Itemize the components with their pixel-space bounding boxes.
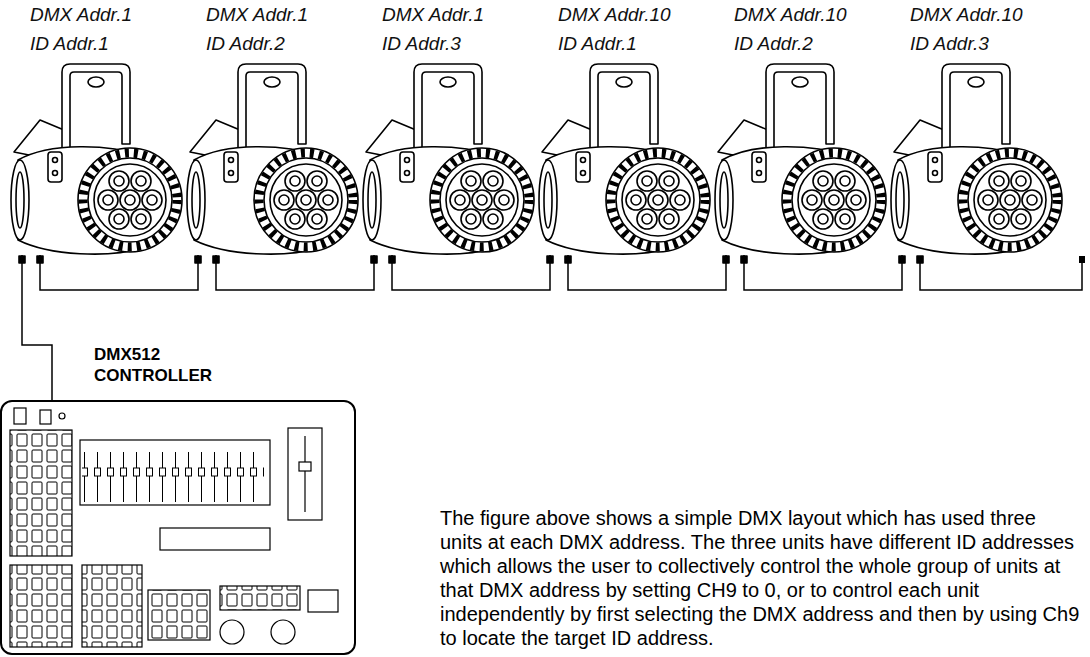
dmx-cable [920, 258, 1082, 290]
dmx-address: DMX Addr.10 [734, 4, 847, 26]
par-fixture: DMX Addr.10ID Addr.3 [890, 60, 1050, 255]
par-fixture: DMX Addr.10ID Addr.1 [538, 60, 698, 255]
id-address: ID Addr.1 [558, 33, 637, 55]
par-fixture: DMX Addr.1ID Addr.3 [362, 60, 522, 255]
dmx-cable [22, 255, 52, 400]
dmx-address: DMX Addr.1 [206, 4, 308, 26]
dmx-cable [40, 255, 198, 290]
dmx-address: DMX Addr.1 [30, 4, 132, 26]
cable-port [1079, 256, 1085, 263]
dmx-cable [392, 255, 550, 290]
dmx-address: DMX Addr.10 [910, 4, 1023, 26]
dmx-controller: DMX512 CONTROLLER [0, 400, 356, 655]
par-fixture: DMX Addr.10ID Addr.2 [714, 60, 874, 255]
dmx-address: DMX Addr.10 [558, 4, 671, 26]
id-address: ID Addr.3 [910, 33, 989, 55]
dmx-address: DMX Addr.1 [382, 4, 484, 26]
id-address: ID Addr.2 [734, 33, 813, 55]
par-fixture: DMX Addr.1ID Addr.1 [10, 60, 170, 255]
description-note: The figure above shows a simple DMX layo… [440, 506, 1080, 650]
id-address: ID Addr.3 [382, 33, 461, 55]
controller-label: DMX512 CONTROLLER [94, 344, 234, 386]
dmx-cable [568, 255, 726, 290]
dmx-cable [216, 255, 374, 290]
dmx-cable [744, 255, 902, 290]
par-fixture: DMX Addr.1ID Addr.2 [186, 60, 346, 255]
par-fixture [11, 64, 1062, 263]
id-address: ID Addr.2 [206, 33, 285, 55]
controller-panel [10, 408, 338, 647]
id-address: ID Addr.1 [30, 33, 109, 55]
